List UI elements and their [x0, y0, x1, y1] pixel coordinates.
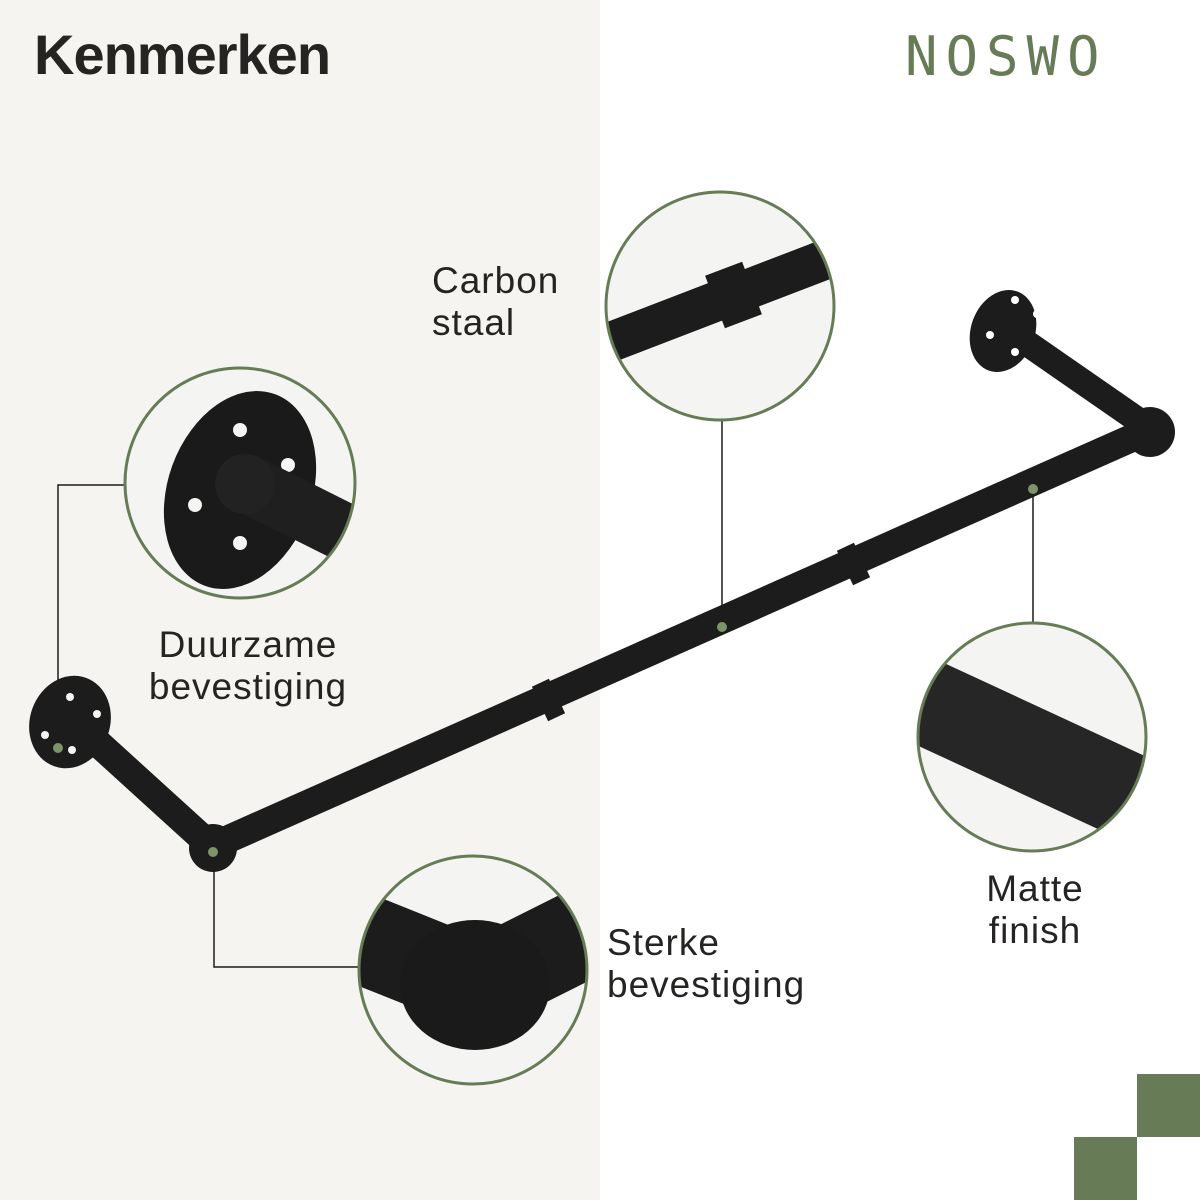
feature-line-1: Matte — [986, 868, 1084, 909]
feature-line-2: bevestiging — [607, 964, 806, 1005]
decor-square-bottom — [1074, 1137, 1137, 1200]
brand-logo: NOSWO — [905, 25, 1108, 88]
flange-closeup-icon — [123, 366, 357, 600]
callout-lines — [57, 420, 1034, 968]
elbow-closeup-icon — [357, 854, 589, 1086]
matte-finish-closeup-icon — [916, 621, 1148, 853]
callout-dots — [53, 484, 1038, 857]
feature-label-mounting: Duurzame bevestiging — [128, 624, 368, 708]
feature-line-2: staal — [432, 302, 516, 343]
feature-label-joint: Sterke bevestiging — [607, 922, 805, 1006]
feature-line-1: Carbon — [432, 260, 560, 301]
feature-label-finish: Matte finish — [950, 868, 1120, 952]
feature-line-2: bevestiging — [148, 666, 348, 707]
pipe-rail-icon — [29, 290, 1175, 872]
feature-line-1: Sterke — [607, 922, 720, 963]
page-title: Kenmerken — [34, 23, 331, 86]
feature-label-material: Carbon staal — [432, 260, 559, 344]
decor-square-top — [1137, 1074, 1200, 1137]
coupling-closeup-icon — [604, 190, 836, 422]
feature-line-2: finish — [988, 910, 1082, 951]
feature-line-1: Duurzame — [158, 624, 338, 665]
